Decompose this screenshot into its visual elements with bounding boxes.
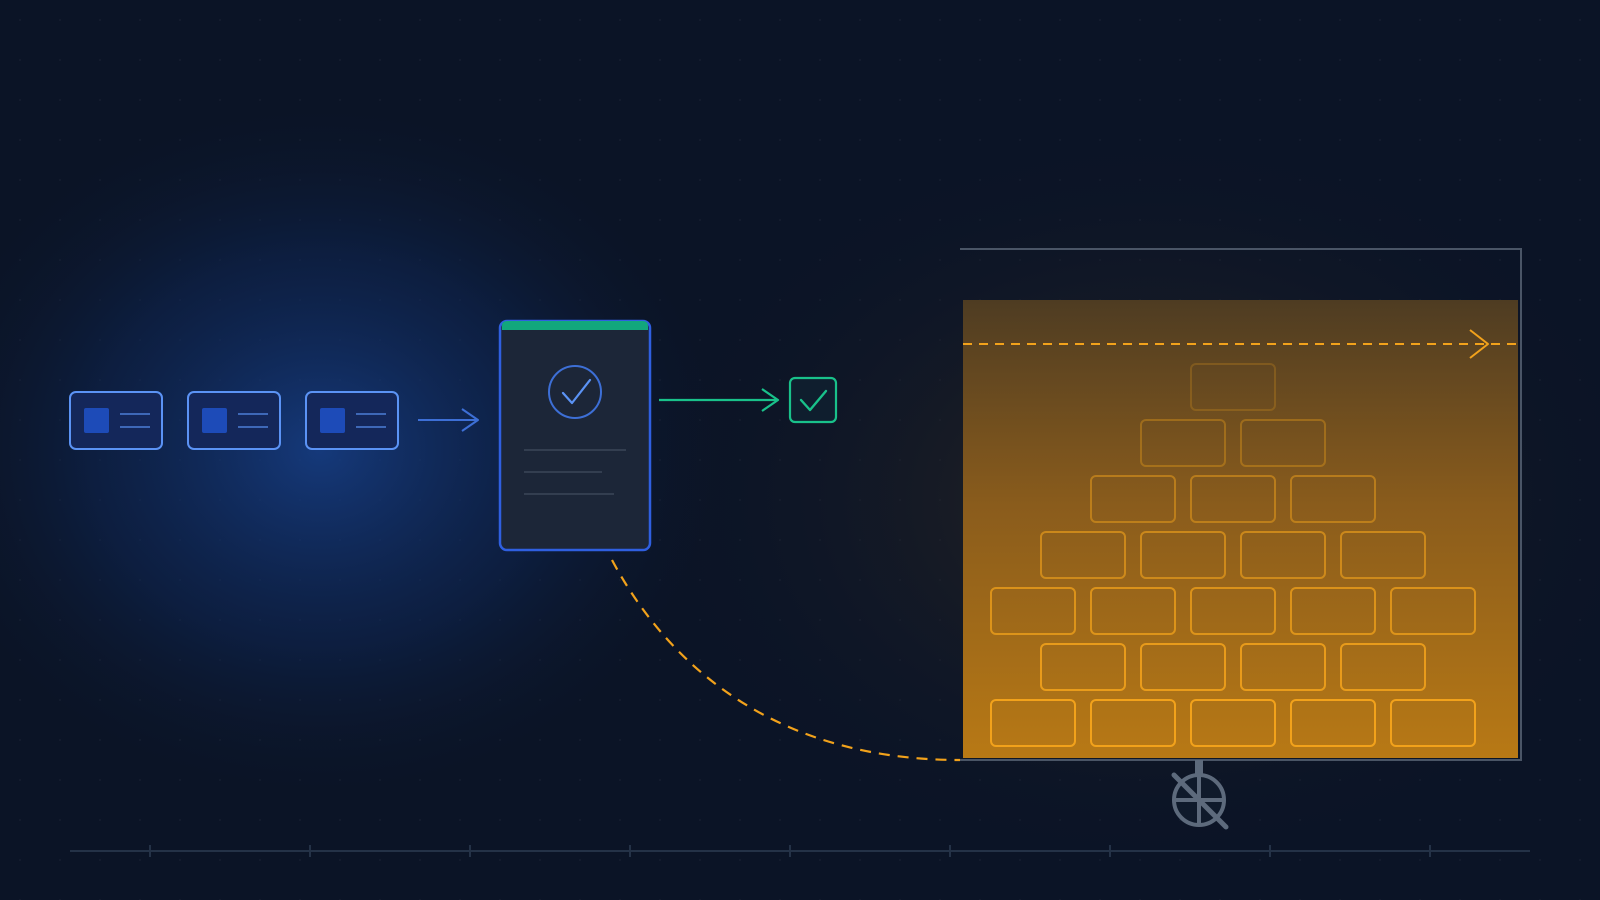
message-pile <box>990 363 1476 747</box>
arrow-to-validator <box>418 408 479 432</box>
input-card <box>69 391 163 450</box>
pile-message <box>1290 587 1376 635</box>
validator-panel <box>498 319 652 552</box>
input-card <box>187 391 281 450</box>
card-thumbnail <box>202 408 227 433</box>
pile-message <box>1140 531 1226 579</box>
pile-message <box>1040 531 1126 579</box>
pile-message <box>990 587 1076 635</box>
blocked-valve-icon <box>1171 760 1229 830</box>
rejected-flow-path <box>611 559 961 762</box>
pile-message <box>1090 587 1176 635</box>
check-square-icon <box>788 376 838 424</box>
timeline-axis <box>70 845 1530 857</box>
pile-message <box>990 699 1076 747</box>
pile-message <box>1390 699 1476 747</box>
pile-message <box>1390 587 1476 635</box>
card-thumbnail <box>320 408 345 433</box>
pile-message <box>1240 531 1326 579</box>
pile-message <box>1190 475 1276 523</box>
pile-message <box>1090 475 1176 523</box>
pile-message <box>1140 643 1226 691</box>
pile-message <box>1040 643 1126 691</box>
input-cards <box>69 391 399 450</box>
pile-message <box>1290 475 1376 523</box>
storage-container <box>960 248 1522 761</box>
pile-message <box>1340 531 1426 579</box>
pile-message <box>1190 363 1276 411</box>
pile-message <box>1190 699 1276 747</box>
capacity-arrow-head <box>1469 329 1489 359</box>
pile-message <box>1240 419 1326 467</box>
card-thumbnail <box>84 408 109 433</box>
arrow-to-output <box>659 388 780 412</box>
check-circle-icon <box>548 365 602 419</box>
pile-message <box>1340 643 1426 691</box>
pile-message <box>1090 699 1176 747</box>
pile-message <box>1240 643 1326 691</box>
input-card <box>305 391 399 450</box>
pile-message <box>1190 587 1276 635</box>
pile-message <box>1290 699 1376 747</box>
pile-message <box>1140 419 1226 467</box>
